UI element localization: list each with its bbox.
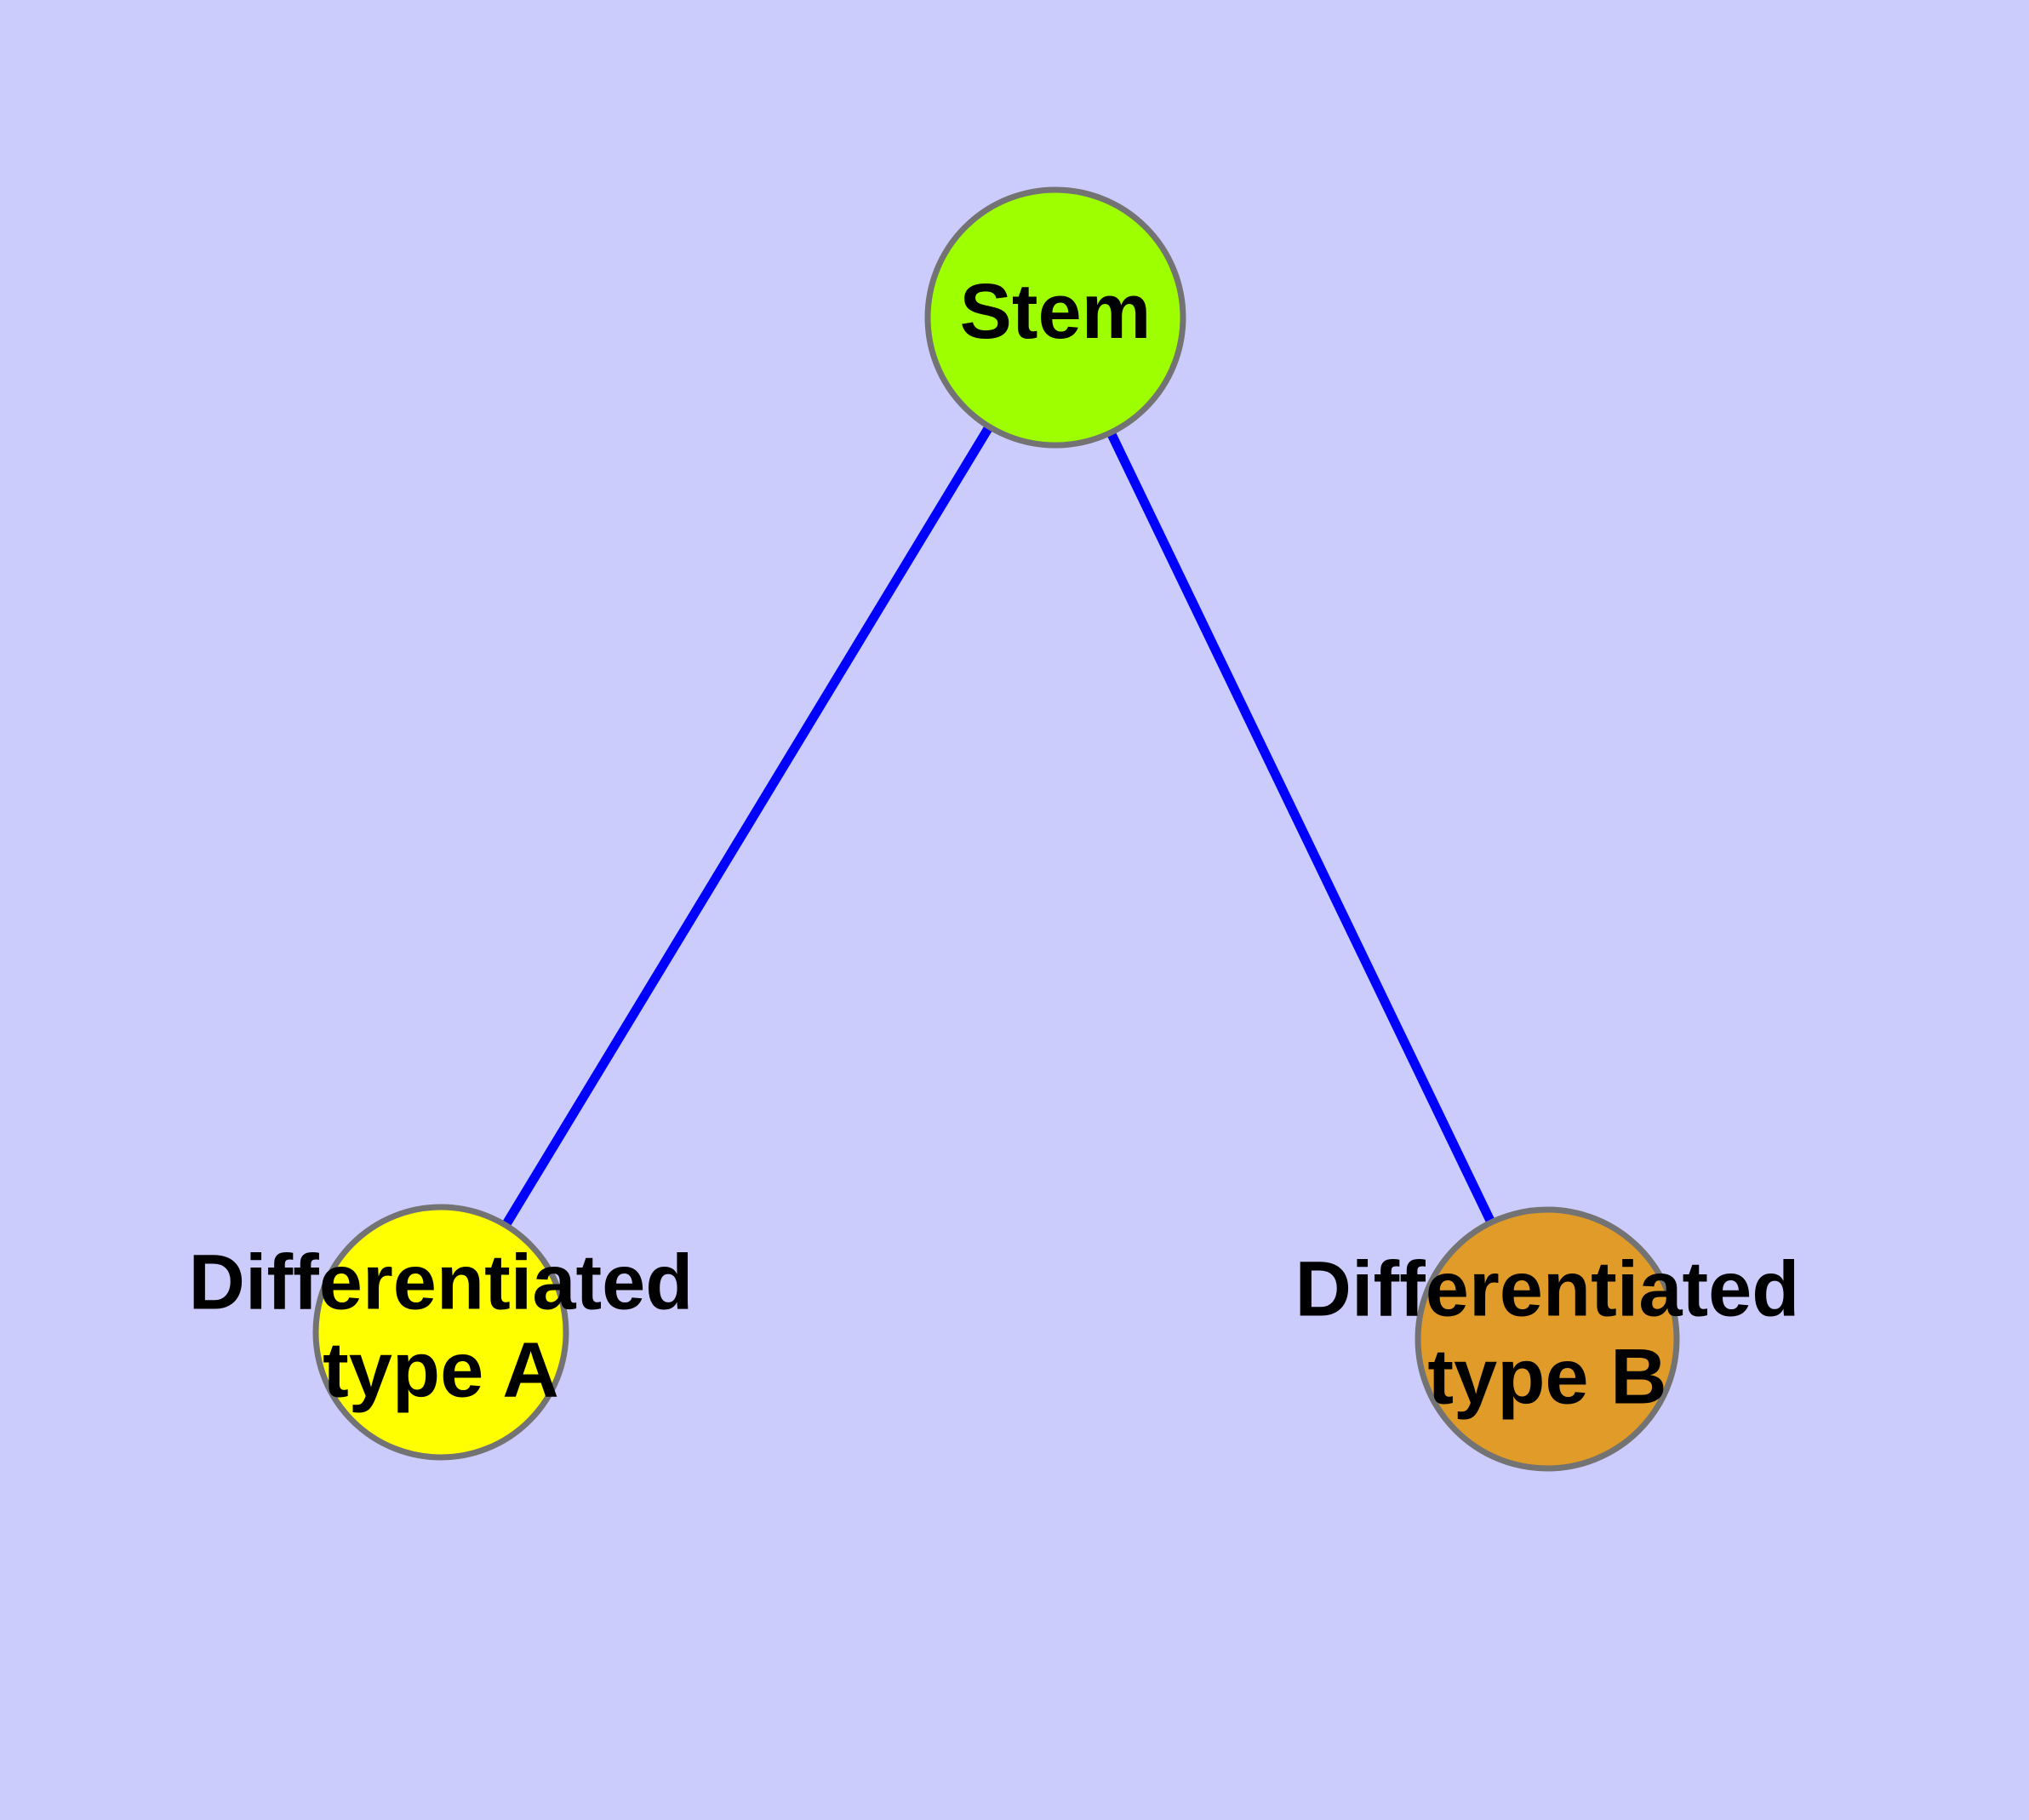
node-label-line: type A <box>323 1327 559 1414</box>
edge-stem-diff-a <box>437 315 1060 1335</box>
edges-layer <box>437 315 1552 1342</box>
node-label-line: type B <box>1427 1334 1666 1421</box>
nodes-layer <box>312 186 1680 1472</box>
node-label-line: Differentiated <box>1295 1246 1800 1333</box>
node-circle-diff-b[interactable] <box>1415 1206 1680 1472</box>
node-circle-diff-a[interactable] <box>312 1204 569 1461</box>
node-label-line: Stem <box>960 268 1152 355</box>
edge-stem-diff-b <box>1051 315 1552 1342</box>
node-circle-stem[interactable] <box>924 186 1186 449</box>
node-label-line: Differentiated <box>189 1239 694 1326</box>
node-label-stem: Stem <box>960 268 1152 355</box>
